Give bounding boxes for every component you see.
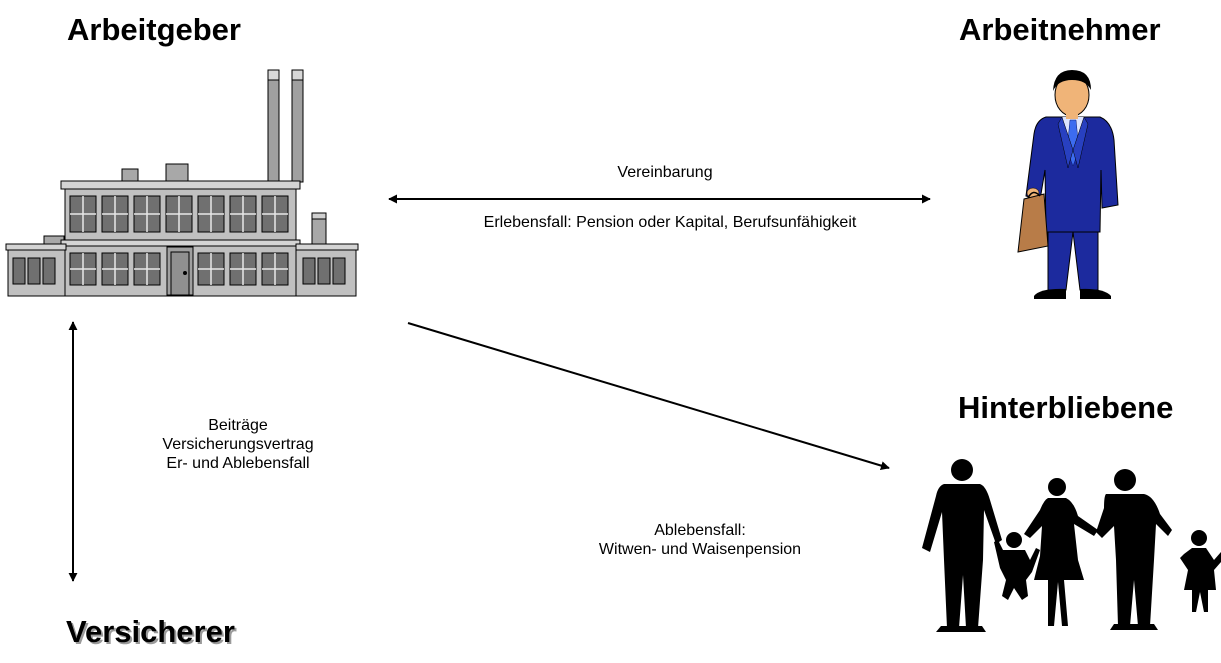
death-label-line: Ablebensfall:: [654, 522, 746, 539]
employee-title: Arbeitnehmer: [959, 12, 1161, 47]
businessman-icon: [1017, 70, 1119, 299]
death-label: Ablebensfall: Witwen- und Waisenpension: [550, 521, 850, 559]
factory-icon: [5, 69, 359, 297]
insurance-label-line: Er- und Ablebensfall: [166, 455, 310, 472]
employer-title: Arbeitgeber: [67, 12, 241, 47]
death-label-line: Witwen- und Waisenpension: [598, 541, 802, 558]
family-icon: [922, 459, 1221, 632]
agreement-top-label: Vereinbarung: [617, 164, 713, 181]
agreement-bottom-label: Erlebensfall: Pension oder Kapital, Beru…: [483, 214, 857, 231]
insurance-label-line: Versicherungsvertrag: [162, 436, 314, 453]
death-arrow: [407, 322, 890, 470]
insurance-label: Beiträge Versicherungsvertrag Er- und Ab…: [108, 416, 368, 473]
insurance-label-line: Beiträge: [208, 417, 268, 434]
insurer-title: Versicherer: [66, 614, 235, 649]
survivors-title: Hinterbliebene: [958, 390, 1174, 425]
